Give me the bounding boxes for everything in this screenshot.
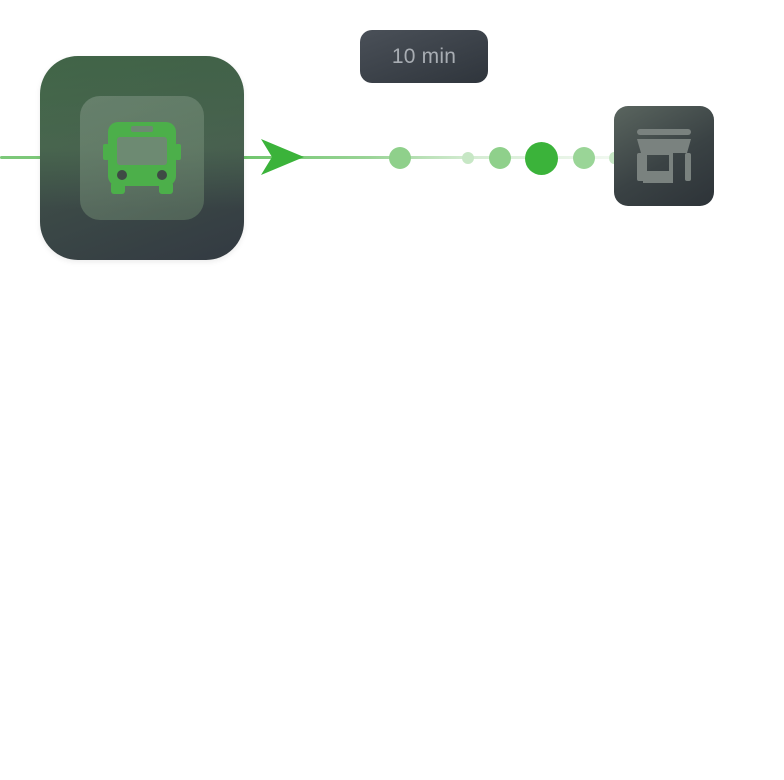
bus-icon-tile [80, 96, 204, 220]
progress-dot [573, 147, 595, 169]
direction-arrow-icon [261, 139, 304, 175]
route-line-start [0, 156, 60, 159]
origin-transit-card[interactable] [40, 56, 244, 260]
duration-badge: 10 min [360, 30, 488, 83]
progress-dot [462, 152, 474, 164]
destination-store-card[interactable] [614, 106, 714, 206]
progress-dot [489, 147, 511, 169]
route-line [230, 156, 630, 159]
duration-label: 10 min [391, 44, 457, 68]
store-icon [637, 129, 691, 183]
progress-dot [389, 147, 411, 169]
bus-icon [103, 122, 181, 194]
progress-dot-active [525, 142, 558, 175]
